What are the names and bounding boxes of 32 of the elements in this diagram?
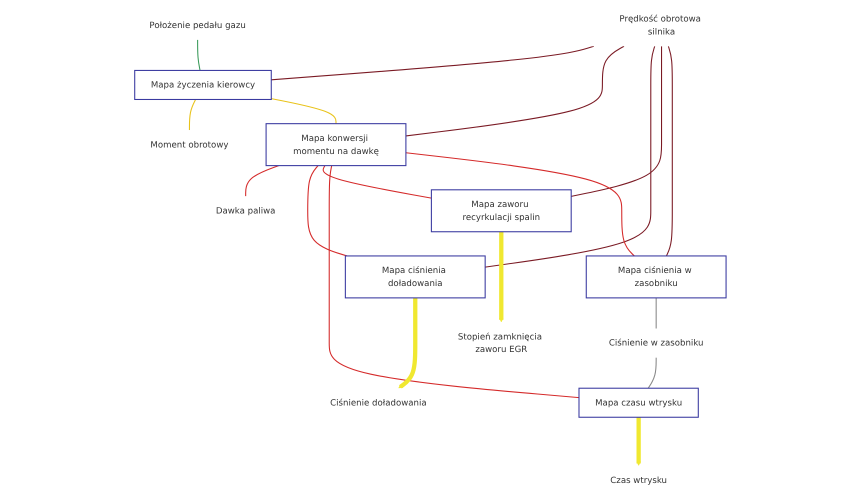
connector [328,166,579,398]
arrow [398,298,418,389]
node-text: Prędkość obrotowa silnika [619,13,701,37]
connector [322,165,432,199]
connector [306,165,347,256]
node-box: Mapa ciśnienia w zasobniku [585,255,726,298]
node-box: Mapa życzenia kierowcy [134,70,272,100]
connector [270,46,594,80]
node-text: Stopień zamknięcia zaworu EGR [457,331,542,354]
node-text: Dawka paliwa [215,205,276,216]
arrow [636,417,641,466]
connector [405,46,624,136]
connector [196,40,200,71]
connector [405,152,634,256]
connector [270,98,336,124]
node-text: Czas wtrysku [610,474,667,486]
connector [647,358,656,389]
node-box: Mapa konwersji momentu na dawkę [265,123,406,166]
connector [570,46,662,197]
connector [188,99,196,130]
connector [655,298,656,329]
node-text: Moment obrotowy [150,139,228,150]
connector [666,46,672,256]
connector [484,46,655,268]
node-text: Położenie pedału gazu [149,20,246,30]
node-box: Mapa zaworu recyrkulacji spalin [430,189,572,232]
arrow [498,232,504,322]
node-box: Mapa ciśnienia doładowania [344,255,486,298]
node-text: Ciśnienie w zasobniku [608,338,704,348]
node-box: Mapa czasu wtrysku [578,388,698,418]
node-text: Ciśnienie doładowania [330,397,426,408]
connector [244,165,279,196]
